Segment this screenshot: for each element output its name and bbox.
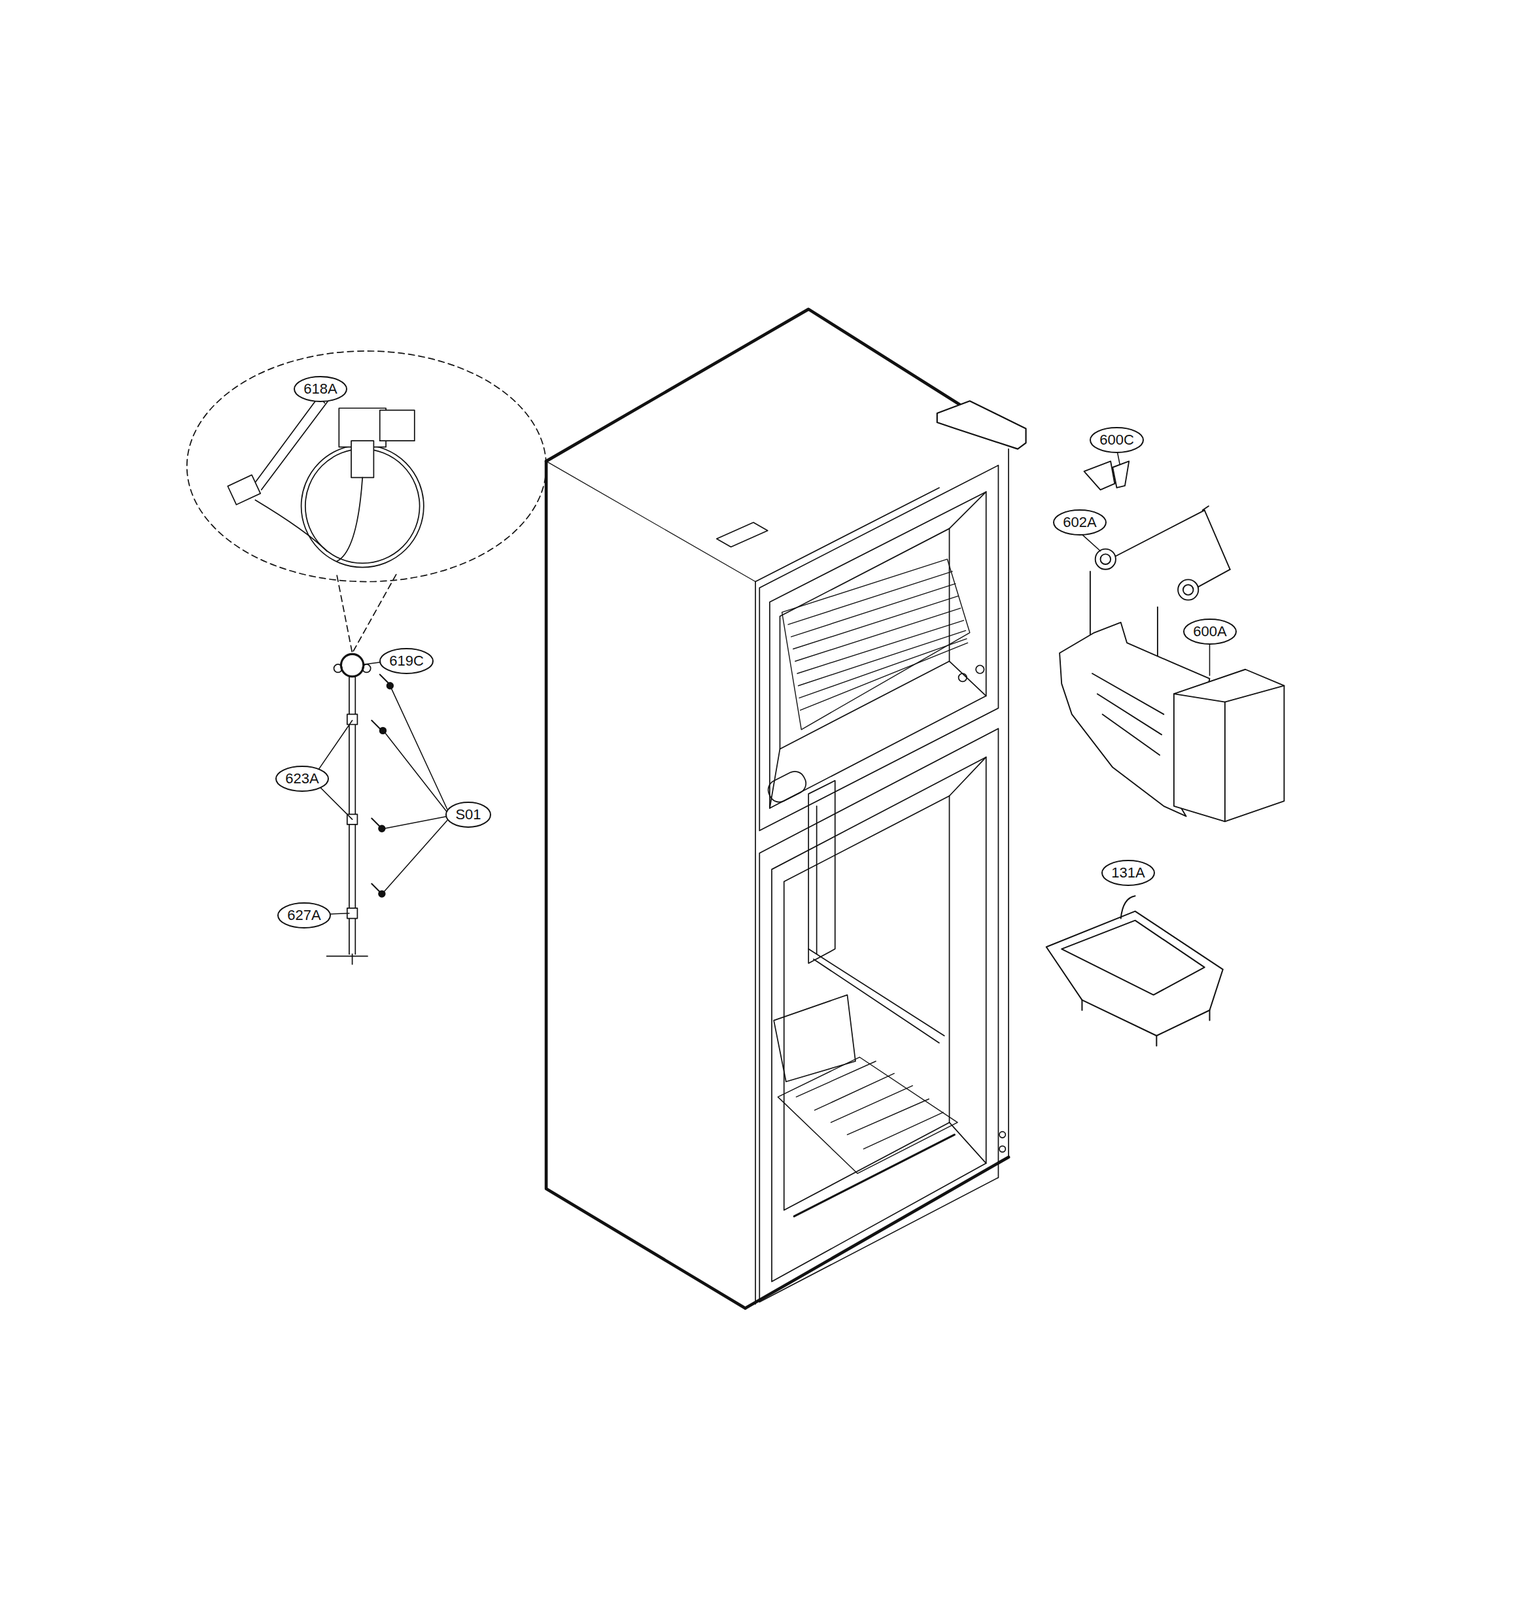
fill-tube (327, 654, 371, 965)
freezer-shelf-grill (782, 559, 970, 730)
callout-number: 627A (287, 907, 322, 924)
water-tube (227, 393, 424, 568)
callout-ellipse (446, 802, 491, 828)
callout-number: 602A (1062, 514, 1097, 531)
leader-lines (316, 398, 1210, 915)
screws (371, 674, 394, 898)
ice-bin (1046, 896, 1224, 1046)
detail-bubble (187, 351, 547, 583)
crisper-grill (777, 1057, 958, 1174)
callout-number: 619C (389, 652, 424, 670)
callout-number: 618A (303, 380, 338, 397)
callout-oval: 600C (1089, 427, 1144, 454)
callout-oval: 602A (1052, 509, 1107, 536)
callout-number: S01 (455, 806, 482, 823)
callout-ellipse (277, 903, 331, 929)
callout-number: 623A (285, 770, 320, 787)
callout-oval: S01 (445, 801, 492, 828)
callout-number: 131A (1111, 864, 1146, 881)
callout-oval: 623A (275, 765, 329, 793)
callout-ellipse (276, 766, 329, 792)
callout-ellipse (294, 376, 347, 402)
callout-oval: 627A (277, 902, 331, 929)
callout-oval: 131A (1101, 860, 1156, 887)
callout-ellipse (379, 648, 433, 674)
callout-number: 600C (1099, 431, 1135, 449)
callout-oval: 619C (379, 648, 434, 675)
callout-number: 600A (1192, 623, 1227, 640)
callout-ellipse (1183, 619, 1237, 645)
ice-maker (1059, 461, 1284, 822)
callout-ellipse (1102, 860, 1155, 886)
callout-ellipse (1090, 427, 1144, 453)
shelf-rail (808, 780, 945, 1044)
cabinet-outline (546, 309, 1011, 1309)
callout-oval: 600A (1183, 618, 1237, 645)
callout-oval: 618A (293, 376, 348, 403)
callout-ellipse (1053, 510, 1106, 535)
